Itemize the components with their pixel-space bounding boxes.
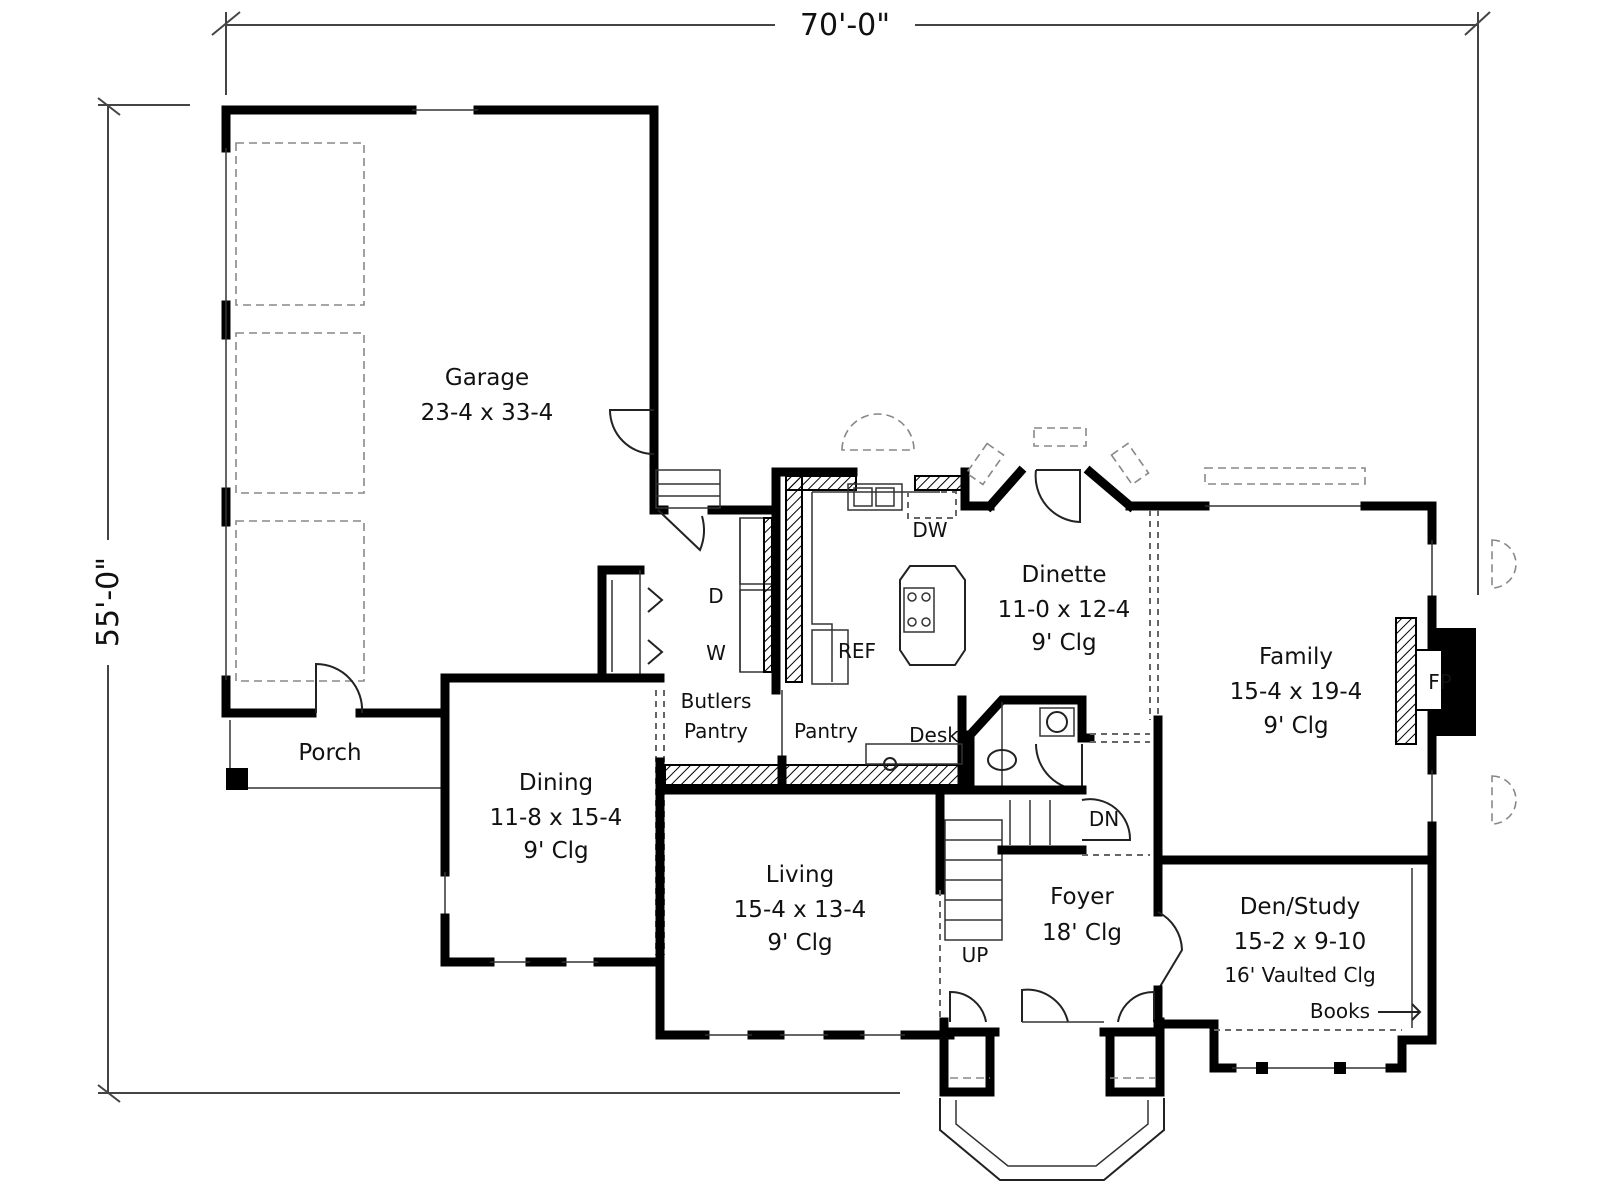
dining-name: Dining xyxy=(519,770,593,796)
porch-name: Porch xyxy=(298,740,361,766)
family-ceiling: 9' Clg xyxy=(1263,713,1328,739)
family-size: 15-4 x 19-4 xyxy=(1230,679,1363,705)
family-name: Family xyxy=(1259,644,1333,670)
family-walls xyxy=(1153,467,1517,865)
stairs-down-label: DN xyxy=(1089,807,1119,831)
dishwasher-label: DW xyxy=(912,518,947,542)
refrigerator-label: REF xyxy=(838,639,876,663)
dinette-ceiling: 9' Clg xyxy=(1031,630,1096,656)
pantry-walls xyxy=(655,690,967,795)
fireplace-label: FP xyxy=(1428,670,1452,694)
living-walls xyxy=(655,785,955,1040)
depth-dimension: 55'-0" xyxy=(91,557,126,647)
dryer-label: D xyxy=(708,584,723,608)
desk-label: Desk xyxy=(909,723,959,747)
garage-name: Garage xyxy=(445,365,529,391)
garage-doors xyxy=(315,409,655,714)
living-name: Living xyxy=(766,862,834,888)
den-ceiling: 16' Vaulted Clg xyxy=(1224,963,1375,987)
mudroom-walls xyxy=(597,469,775,680)
foyer-walls xyxy=(935,695,1184,1029)
garage-stalls xyxy=(235,142,365,682)
den-name: Den/Study xyxy=(1240,894,1361,920)
porch-outline xyxy=(226,720,445,790)
butlers-label-line1: Butlers xyxy=(681,689,752,713)
dinette-name: Dinette xyxy=(1021,562,1106,588)
kitchen-walls xyxy=(771,413,1437,720)
dining-size: 11-8 x 15-4 xyxy=(490,805,623,831)
width-dimension: 70'-0" xyxy=(800,8,890,43)
dimension-lines xyxy=(97,11,1491,1103)
foyer-ceiling: 18' Clg xyxy=(1042,920,1122,946)
dinette-size: 11-0 x 12-4 xyxy=(998,597,1131,623)
den-size: 15-2 x 9-10 xyxy=(1234,929,1367,955)
garage-walls xyxy=(221,105,659,718)
washer-label: W xyxy=(706,641,726,665)
foyer-name: Foyer xyxy=(1050,884,1114,910)
butlers-label-line2: Pantry xyxy=(684,719,748,743)
stairs-up-label: UP xyxy=(962,943,989,967)
entry-bay xyxy=(939,990,1165,1181)
dining-ceiling: 9' Clg xyxy=(523,838,588,864)
pantry-label: Pantry xyxy=(794,719,858,743)
books-label: Books xyxy=(1310,999,1370,1023)
garage-size: 23-4 x 33-4 xyxy=(421,400,554,426)
living-ceiling: 9' Clg xyxy=(767,930,832,956)
den-walls xyxy=(1153,855,1437,1074)
living-size: 15-4 x 13-4 xyxy=(734,897,867,923)
